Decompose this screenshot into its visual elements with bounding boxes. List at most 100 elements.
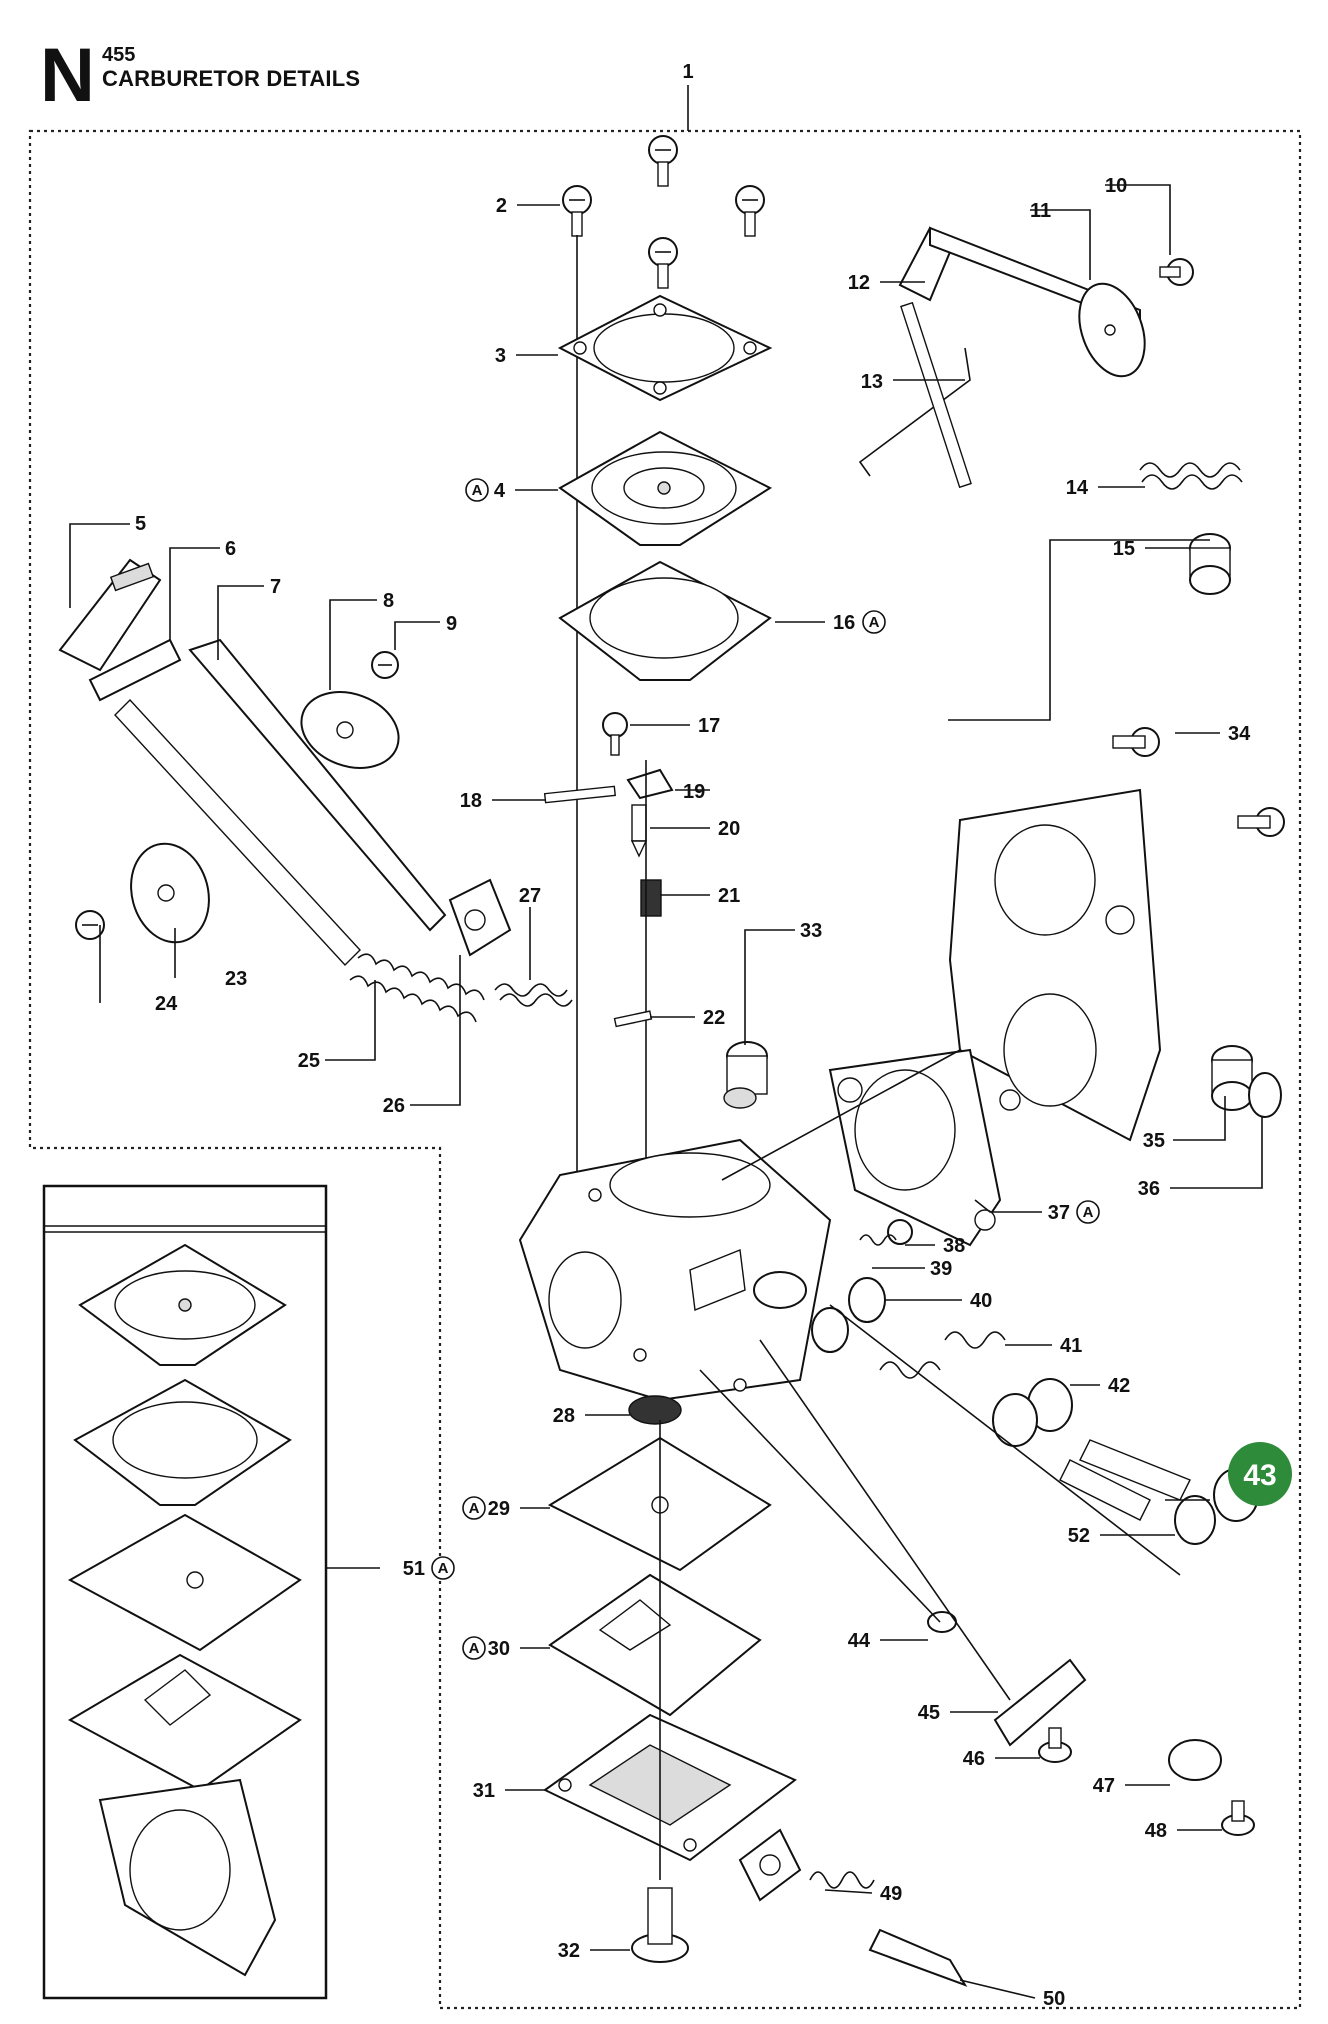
callout-30[interactable]: 30A xyxy=(462,1636,510,1660)
callout-23[interactable]: 23 xyxy=(225,968,247,990)
callout-label-31[interactable]: 31 xyxy=(473,1780,495,1802)
callout-label-4[interactable]: 4 xyxy=(494,480,506,502)
callout-38[interactable]: 38 xyxy=(943,1235,965,1257)
callout-8[interactable]: 8 xyxy=(383,590,394,612)
callout-label-52[interactable]: 52 xyxy=(1068,1525,1090,1547)
callout-32[interactable]: 32 xyxy=(558,1940,580,1962)
callout-label-24[interactable]: 24 xyxy=(155,993,178,1015)
callout-40[interactable]: 40 xyxy=(970,1290,992,1312)
callout-label-25[interactable]: 25 xyxy=(298,1050,320,1072)
callout-label-6[interactable]: 6 xyxy=(225,538,236,560)
callout-label-12[interactable]: 12 xyxy=(848,272,870,294)
callout-20[interactable]: 20 xyxy=(718,818,740,840)
callout-label-26[interactable]: 26 xyxy=(383,1095,405,1117)
callout-label-10[interactable]: 10 xyxy=(1105,175,1127,197)
callout-33[interactable]: 33 xyxy=(800,920,822,942)
callout-6[interactable]: 6 xyxy=(225,538,236,560)
callout-label-39[interactable]: 39 xyxy=(930,1258,952,1280)
callout-label-22[interactable]: 22 xyxy=(703,1007,725,1029)
callout-10[interactable]: 10 xyxy=(1105,175,1127,197)
callout-26[interactable]: 26 xyxy=(383,1095,405,1117)
callout-5[interactable]: 5 xyxy=(135,513,146,535)
highlighted-callout-label[interactable]: 43 xyxy=(1243,1459,1276,1492)
callout-13[interactable]: 13 xyxy=(861,371,883,393)
callout-label-46[interactable]: 46 xyxy=(963,1748,985,1770)
callout-7[interactable]: 7 xyxy=(270,576,281,598)
callout-label-15[interactable]: 15 xyxy=(1113,538,1135,560)
callout-21[interactable]: 21 xyxy=(718,885,740,907)
callout-49[interactable]: 49 xyxy=(880,1883,902,1905)
callout-15[interactable]: 15 xyxy=(1113,538,1135,560)
callout-label-48[interactable]: 48 xyxy=(1145,1820,1167,1842)
callout-label-19[interactable]: 19 xyxy=(683,781,705,803)
callout-42[interactable]: 42 xyxy=(1108,1375,1130,1397)
callout-label-17[interactable]: 17 xyxy=(698,715,720,737)
callout-25[interactable]: 25 xyxy=(298,1050,320,1072)
callout-46[interactable]: 46 xyxy=(963,1748,985,1770)
callout-3[interactable]: 3 xyxy=(495,345,506,367)
callout-label-21[interactable]: 21 xyxy=(718,885,740,907)
callout-label-11[interactable]: 11 xyxy=(1030,200,1051,222)
callout-35[interactable]: 35 xyxy=(1143,1130,1165,1152)
callout-24[interactable]: 24 xyxy=(155,993,178,1015)
callout-18[interactable]: 18 xyxy=(460,790,482,812)
callout-label-27[interactable]: 27 xyxy=(519,885,541,907)
callout-label-51[interactable]: 51 xyxy=(403,1558,425,1580)
callout-1[interactable]: 1 xyxy=(682,61,693,83)
callout-label-34[interactable]: 34 xyxy=(1228,723,1251,745)
callout-17[interactable]: 17 xyxy=(698,715,720,737)
callout-label-13[interactable]: 13 xyxy=(861,371,883,393)
callout-14[interactable]: 14 xyxy=(1066,477,1089,499)
callout-label-41[interactable]: 41 xyxy=(1060,1335,1082,1357)
callout-4[interactable]: 4A xyxy=(465,478,506,502)
callout-29[interactable]: 29A xyxy=(462,1496,510,1520)
callout-label-3[interactable]: 3 xyxy=(495,345,506,367)
callout-9[interactable]: 9 xyxy=(446,613,457,635)
callout-50[interactable]: 50 xyxy=(1043,1988,1065,2010)
callout-19[interactable]: 19 xyxy=(683,781,705,803)
callout-label-36[interactable]: 36 xyxy=(1138,1178,1160,1200)
callout-2[interactable]: 2 xyxy=(496,195,507,217)
callout-label-29[interactable]: 29 xyxy=(488,1498,510,1520)
callout-22[interactable]: 22 xyxy=(703,1007,725,1029)
callout-label-16[interactable]: 16 xyxy=(833,612,855,634)
callout-label-50[interactable]: 50 xyxy=(1043,1988,1065,2010)
callout-48[interactable]: 48 xyxy=(1145,1820,1167,1842)
callout-11[interactable]: 11 xyxy=(1030,200,1051,222)
callout-label-49[interactable]: 49 xyxy=(880,1883,902,1905)
callout-label-35[interactable]: 35 xyxy=(1143,1130,1165,1152)
callout-36[interactable]: 36 xyxy=(1138,1178,1160,1200)
callout-label-44[interactable]: 44 xyxy=(848,1630,871,1652)
callout-label-14[interactable]: 14 xyxy=(1066,477,1089,499)
callout-label-40[interactable]: 40 xyxy=(970,1290,992,1312)
callout-label-32[interactable]: 32 xyxy=(558,1940,580,1962)
callout-27[interactable]: 27 xyxy=(519,885,541,907)
callout-label-45[interactable]: 45 xyxy=(918,1702,940,1724)
callout-31[interactable]: 31 xyxy=(473,1780,495,1802)
callout-label-7[interactable]: 7 xyxy=(270,576,281,598)
callout-47[interactable]: 47 xyxy=(1093,1775,1115,1797)
callout-label-20[interactable]: 20 xyxy=(718,818,740,840)
highlighted-callout-43[interactable]: 43 xyxy=(1228,1442,1292,1506)
callout-label-42[interactable]: 42 xyxy=(1108,1375,1130,1397)
callout-34[interactable]: 34 xyxy=(1228,723,1251,745)
callout-label-8[interactable]: 8 xyxy=(383,590,394,612)
callout-41[interactable]: 41 xyxy=(1060,1335,1082,1357)
callout-label-47[interactable]: 47 xyxy=(1093,1775,1115,1797)
callout-label-28[interactable]: 28 xyxy=(553,1405,575,1427)
callout-44[interactable]: 44 xyxy=(848,1630,871,1652)
callout-45[interactable]: 45 xyxy=(918,1702,940,1724)
callout-label-18[interactable]: 18 xyxy=(460,790,482,812)
callout-label-38[interactable]: 38 xyxy=(943,1235,965,1257)
callout-label-1[interactable]: 1 xyxy=(682,61,693,83)
callout-52[interactable]: 52 xyxy=(1068,1525,1090,1547)
callout-label-9[interactable]: 9 xyxy=(446,613,457,635)
callout-label-2[interactable]: 2 xyxy=(496,195,507,217)
callout-39[interactable]: 39 xyxy=(930,1258,952,1280)
callout-label-30[interactable]: 30 xyxy=(488,1638,510,1660)
callout-label-5[interactable]: 5 xyxy=(135,513,146,535)
callout-label-23[interactable]: 23 xyxy=(225,968,247,990)
